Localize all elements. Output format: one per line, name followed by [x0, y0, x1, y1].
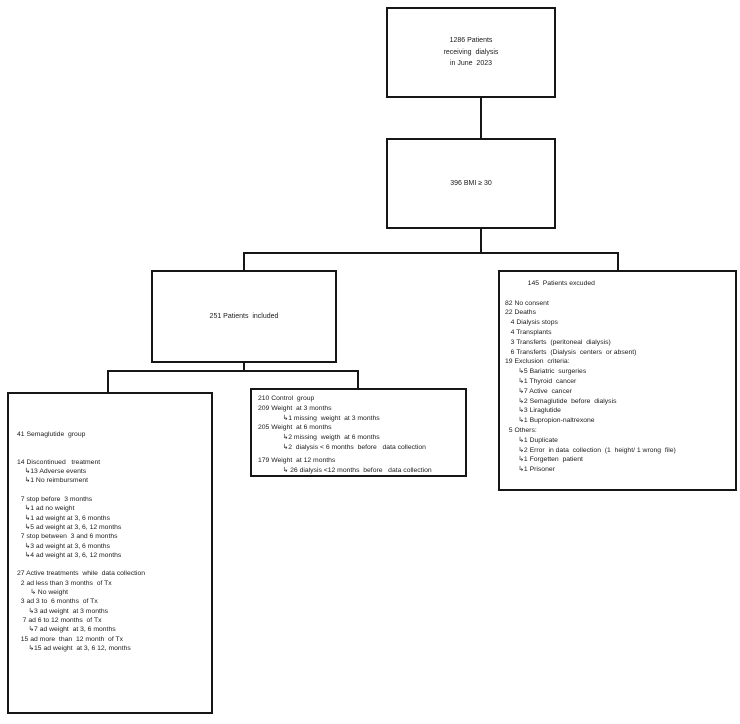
list-line: 19 Exclusion criteria:: [505, 358, 570, 366]
list-line: 14 Discontinued treatment: [17, 458, 101, 466]
list-line: 5 Others:: [505, 426, 537, 434]
box-text-line: receiving dialysis: [443, 48, 499, 56]
list-line: ↳7 Active cancer: [505, 387, 572, 395]
list-line: 41 Semaglutide group: [17, 431, 86, 438]
list-line: 3 Transferts (peritoneal dialysis): [505, 338, 611, 346]
list-line: ↳3 ad weight at 3, 6 months: [17, 542, 110, 550]
list-line: 7 ad 6 to 12 months of Tx: [17, 616, 102, 624]
box-semaglutide-group: 41 Semaglutide group 14 Discontinued trea…: [7, 392, 213, 714]
list-line: ↳ No weight: [17, 589, 69, 597]
box-text-line: in June 2023: [449, 60, 493, 68]
list-line: ↳3 Liraglutide: [505, 407, 561, 415]
list-line: 27 Active treatments while data collecti…: [17, 570, 146, 578]
list-line: ↳1 Duplicate: [505, 436, 558, 444]
list-line: 82 No consent: [505, 299, 549, 307]
list-line: [17, 560, 207, 569]
list-line: ↳1 Bupropion-naltrexone: [505, 417, 595, 425]
list-line: 205 Weight at 6 months: [258, 424, 332, 432]
list-line: ↳ 26 dialysis <12 months before data col…: [258, 466, 432, 474]
connector-split-horizontal: [243, 252, 619, 254]
list-line: 179 Weight at 12 months: [258, 456, 336, 464]
list-line: ↳3 ad weight at 3 months: [17, 607, 109, 615]
list-line: 22 Deaths: [505, 309, 536, 317]
list-line: [17, 449, 207, 458]
box-bmi-filter: 396 BMI ≥ 30: [386, 138, 556, 229]
list-line: 210 Control group: [258, 395, 315, 402]
list-line: ↳1 Prisoner: [505, 466, 555, 474]
list-line: [505, 289, 731, 299]
connector-top-to-bmi: [480, 97, 482, 139]
box-text-line: 251 Patients included: [209, 312, 279, 320]
list-line: ↳1 No reimbursment: [17, 477, 89, 485]
list-line: ↳13 Adverse events: [17, 468, 87, 476]
list-line: 4 Transplants: [505, 328, 552, 336]
list-line: [17, 439, 207, 448]
box-total-patients: 1286 Patients receiving dialysis in June 2…: [386, 7, 556, 98]
list-line: ↳1 missing weight at 3 months: [258, 414, 380, 422]
list-line: ↳1 Thyroid cancer: [505, 377, 577, 385]
list-line: 6 Transferts (Dialysis centers or absent…: [505, 348, 637, 356]
box-text-line: 1286 Patients: [449, 37, 493, 45]
list-line: [17, 486, 207, 495]
list-line: 3 ad 3 to 6 months of Tx: [17, 598, 98, 606]
list-line: ↳2 Semaglutide before dialysis: [505, 397, 617, 405]
list-line: ↳5 ad weight at 3, 6, 12 months: [17, 523, 122, 531]
list-line: ↳1 ad no weight: [17, 505, 75, 513]
list-line: ↳2 dialysis < 6 months before data colle…: [258, 443, 426, 451]
connector-bmi-down: [480, 227, 482, 254]
list-line: ↳15 ad weight at 3, 6 12, months: [17, 644, 131, 652]
connector-to-control: [357, 370, 359, 389]
list-line: ↳4 ad weight at 3, 6, 12 months: [17, 551, 122, 559]
box-patients-excluded: 145 Patients excuded 82 No consent 22 Deat…: [498, 270, 737, 491]
box-patients-included: 251 Patients included: [151, 270, 337, 363]
list-line: 145 Patients excuded: [505, 280, 595, 287]
list-line: 7 stop between 3 and 6 months: [17, 533, 118, 541]
box-text-line: 396 BMI ≥ 30: [450, 179, 492, 187]
connector-to-included: [243, 252, 245, 271]
connector-group-split-horizontal: [107, 370, 359, 372]
list-line: ↳5 Bariatric surgeries: [505, 368, 587, 376]
list-line: 209 Weight at 3 months: [258, 404, 332, 412]
connector-to-semaglutide: [107, 370, 109, 393]
connector-included-down: [243, 361, 245, 372]
list-line: 2 ad less than 3 months of Tx: [17, 579, 112, 587]
connector-to-excluded: [617, 252, 619, 271]
list-line: 4 Dialysis stops: [505, 319, 558, 327]
list-line: ↳1 Forgetten patient: [505, 456, 583, 464]
list-line: 15 ad more than 12 month of Tx: [17, 635, 124, 643]
list-line: ↳2 missing weigth at 6 months: [258, 434, 380, 442]
list-line: ↳1 ad weight at 3, 6 months: [17, 514, 110, 522]
list-line: 7 stop before 3 months: [17, 496, 93, 504]
list-line: ↳7 ad weight at 3, 6 months: [17, 626, 116, 634]
list-line: ↳2 Error in data collection (1 height/ 1…: [505, 446, 676, 454]
